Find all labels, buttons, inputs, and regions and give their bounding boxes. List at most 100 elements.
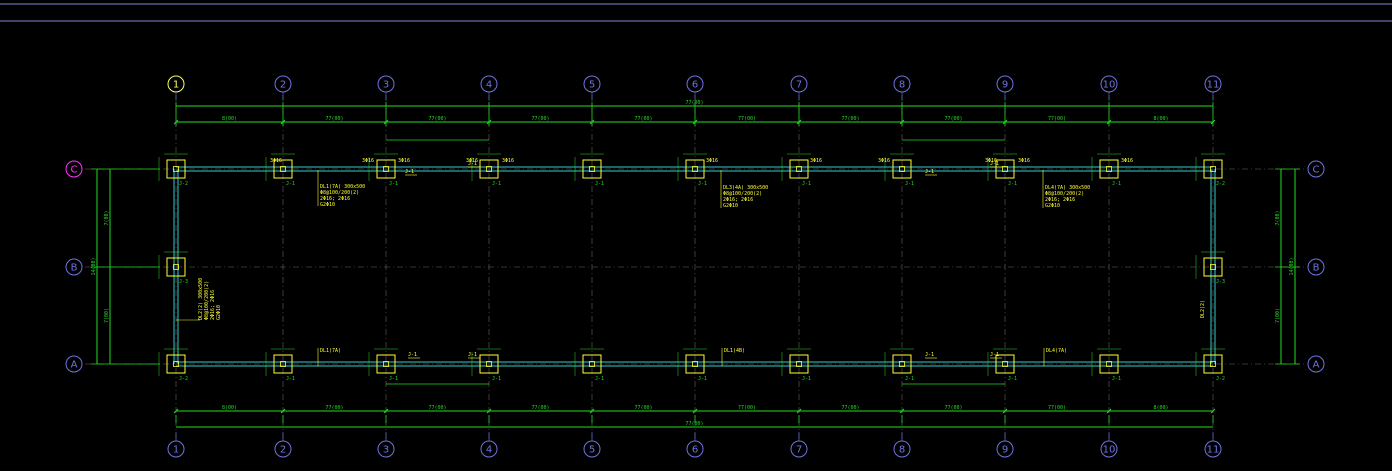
note-beam-bottom-2: DL1(4B) — [724, 348, 745, 354]
note-footing-callout: J-1 — [990, 352, 999, 358]
column-mark — [486, 166, 492, 172]
note-beam-bottom-1: DL1(7A) — [320, 348, 341, 354]
footing-pad — [1099, 159, 1119, 179]
dim-side-upper-text: 7(00) — [104, 210, 110, 225]
footing-label: J-1 — [389, 376, 398, 382]
dim-arrow — [486, 119, 492, 125]
note-beam-top-right-line: Φ8@100/200(2) — [1045, 191, 1084, 197]
dim-arrow — [692, 119, 698, 125]
note-footing-callout: J-1 — [468, 161, 477, 167]
grid-bubble-label-10: 10 — [1103, 80, 1116, 91]
footing-label: J-2 — [1216, 376, 1225, 382]
dim-arrow — [280, 119, 286, 125]
note-footing-callout: J-1 — [468, 352, 477, 358]
note-beam-left-line: DL2(2) 300x500 — [198, 278, 204, 320]
grid-bubble-label-8: 8 — [899, 80, 905, 91]
note-footing-callout: J-1 — [925, 352, 934, 358]
note-rebar: 3Φ16 — [1121, 158, 1133, 164]
dim-top-span-text: 77(00) — [428, 116, 446, 122]
footing-pad — [789, 354, 809, 374]
footing-label: J-3 — [1216, 279, 1225, 285]
column-mark — [1002, 361, 1008, 367]
dim-arrow — [383, 119, 389, 125]
column-mark — [1210, 166, 1216, 172]
footing-label: J-1 — [595, 181, 604, 187]
column-mark — [589, 361, 595, 367]
grid-bubble-B — [65, 258, 83, 276]
column-mark — [589, 166, 595, 172]
grid-axis-lines — [85, 95, 1305, 440]
note-rebar: 3Φ16 — [985, 158, 997, 164]
dim-arrow — [173, 119, 179, 125]
dimension-lines: 77(00) 8(00) 77(00) 77(00) 77(00) 77(00) 77(00… — [91, 100, 1300, 428]
note-rebar: 3Φ16 — [270, 158, 282, 164]
footing-label: J-1 — [595, 376, 604, 382]
dim-bottom-span-text: 77(00) — [531, 405, 549, 411]
footing-pad — [376, 354, 396, 374]
note-beam-top-left-line: DL1(7A) 300x500 — [320, 184, 365, 190]
dim-arrow — [899, 408, 905, 414]
dim-arrow — [486, 408, 492, 414]
dim-arrow — [796, 408, 802, 414]
note-footing-callout: J-1 — [405, 169, 414, 175]
grid-bubble-C — [65, 160, 83, 178]
note-beam-top-left-line: G2Φ10 — [320, 202, 335, 208]
footing-pad — [995, 354, 1015, 374]
note-rebar: 3Φ16 — [706, 158, 718, 164]
footing-label: J-2 — [1216, 181, 1225, 187]
column-mark — [796, 361, 802, 367]
footing-label: J-1 — [492, 376, 501, 382]
note-beam-bottom-3: DL4(7A) — [1046, 348, 1067, 354]
dim-arrow — [899, 119, 905, 125]
footing-pad — [273, 159, 293, 179]
note-beam-top-right-line: 2Φ16; 2Φ16 — [1045, 197, 1075, 203]
footing-pad — [376, 159, 396, 179]
grid-bubble-B — [1307, 258, 1325, 276]
column-mark — [280, 361, 286, 367]
footing-label: J-1 — [802, 376, 811, 382]
dim-top-span-text: 77(00) — [944, 116, 962, 122]
dim-arrow — [173, 408, 179, 414]
footing-label: J-2 — [179, 181, 188, 187]
dim-arrow — [1002, 408, 1008, 414]
dim-top-overall-text: 77(00) — [685, 100, 703, 106]
grid-bubble-label-11: 11 — [1207, 445, 1220, 456]
column-mark — [383, 166, 389, 172]
note-rebar: 3Φ16 — [362, 158, 374, 164]
grid-bubble-label-6: 6 — [692, 80, 698, 91]
footing-label: J-1 — [905, 376, 914, 382]
column-mark — [899, 166, 905, 172]
dim-bottom-span-text: 77(00) — [738, 405, 756, 411]
dim-top-span-text: 8(00) — [222, 116, 237, 122]
dim-arrow — [1106, 119, 1112, 125]
footing-pad — [166, 159, 186, 179]
footing-pad — [1203, 159, 1223, 179]
footing-pad — [582, 159, 602, 179]
footing-label: J-1 — [698, 376, 707, 382]
dim-bottom-span-text: 77(00) — [325, 405, 343, 411]
dim-bottom-span-text: 8(00) — [222, 405, 237, 411]
footing-label: J-1 — [286, 181, 295, 187]
column-mark — [1210, 264, 1216, 270]
grid-bubble-label-7: 7 — [796, 445, 802, 456]
dim-side-upper-text: 7(00) — [1275, 210, 1281, 225]
footing-label: J-2 — [179, 376, 188, 382]
dim-bottom-span-text: 77(00) — [944, 405, 962, 411]
note-footing-callout: J-1 — [408, 352, 417, 358]
grid-bubble-label-4: 4 — [486, 80, 492, 91]
dim-side-total-text: 14(00) — [1289, 257, 1295, 275]
dim-arrow — [1106, 408, 1112, 414]
grid-bubble-label-A: A — [71, 360, 78, 371]
footing-label: J-1 — [802, 181, 811, 187]
note-beam-top-left-line: Φ8@100/200(2) — [320, 190, 359, 196]
grid-bubble-label-2: 2 — [280, 80, 286, 91]
footing-pad — [789, 159, 809, 179]
column-mark — [280, 166, 286, 172]
dim-top-span-text: 77(00) — [634, 116, 652, 122]
dim-bottom-span-text: 77(00) — [841, 405, 859, 411]
note-beam-top-mid-line: Φ8@100/200(2) — [723, 191, 762, 197]
column-mark — [796, 166, 802, 172]
note-beam-left-line: 2Φ16; 2Φ16 — [210, 290, 216, 320]
